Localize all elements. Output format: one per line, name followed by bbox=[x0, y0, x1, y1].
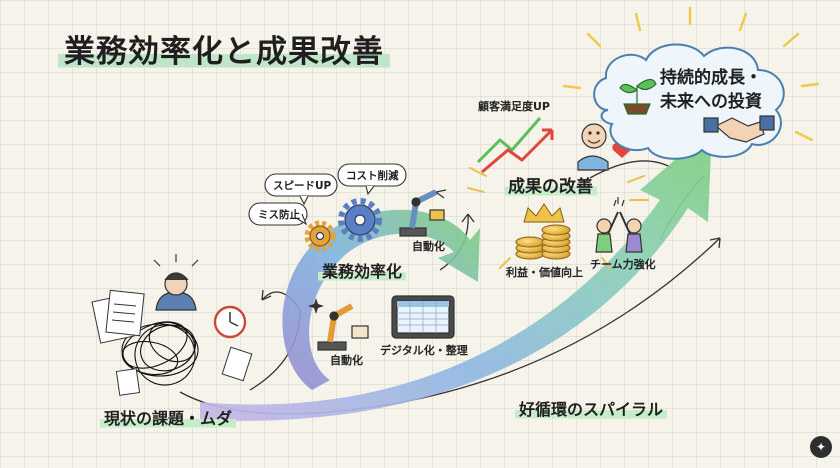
stressed-person-icon bbox=[153, 254, 199, 311]
documents-icon bbox=[91, 289, 253, 396]
efficiency-automation-top: 自動化 bbox=[412, 240, 445, 253]
efficiency-automation-bottom: 自動化 bbox=[330, 354, 363, 367]
trend-up-icon bbox=[476, 117, 554, 174]
sprout-icon bbox=[619, 78, 657, 115]
stage-efficiency-label: 業務効率化 bbox=[318, 258, 407, 282]
results-burst bbox=[467, 167, 649, 269]
results-satisfaction: 顧客満足度UP bbox=[478, 100, 550, 113]
clock-icon bbox=[213, 305, 247, 339]
tangle-icon bbox=[121, 321, 199, 386]
gear-icon bbox=[304, 198, 382, 252]
high-five-icon bbox=[595, 197, 643, 253]
tablet-spreadsheet-icon bbox=[391, 295, 455, 339]
robot-arm-icon-bottom bbox=[317, 303, 369, 351]
crown-icon bbox=[523, 203, 565, 223]
stage-future-line2: 未来への投資 bbox=[660, 92, 762, 112]
handshake-icon bbox=[703, 115, 775, 143]
bubble-cost: コスト削減 bbox=[346, 170, 399, 182]
results-team: チーム力強化 bbox=[590, 258, 656, 271]
coins-icon bbox=[515, 224, 571, 260]
stage-results-label: 成果の改善 bbox=[504, 172, 597, 197]
stage-future-label: 持続的成長・ 未来への投資 bbox=[660, 66, 762, 114]
results-profit: 利益・価値向上 bbox=[506, 266, 583, 279]
speech-bubbles bbox=[248, 163, 407, 226]
cloud-rays bbox=[562, 6, 820, 142]
bubble-mistake: ミス防止 bbox=[258, 209, 300, 221]
robot-arm-icon bbox=[399, 189, 447, 237]
spiral-label: 好循環のスパイラル bbox=[515, 396, 668, 420]
efficiency-loop-arrow bbox=[282, 209, 480, 390]
stage-future-line1: 持続的成長・ bbox=[660, 68, 762, 88]
growth-arrow bbox=[200, 128, 712, 421]
happy-face-icon bbox=[577, 123, 609, 171]
page-title: 業務効率化と成果改善 bbox=[58, 26, 390, 71]
stage-problem-label: 現状の課題・ムダ bbox=[100, 405, 237, 429]
bubble-speed: スピードUP bbox=[273, 180, 332, 192]
sparkle-corner-icon: ✦ bbox=[810, 436, 832, 458]
efficiency-digital: デジタル化・整理 bbox=[380, 344, 468, 357]
